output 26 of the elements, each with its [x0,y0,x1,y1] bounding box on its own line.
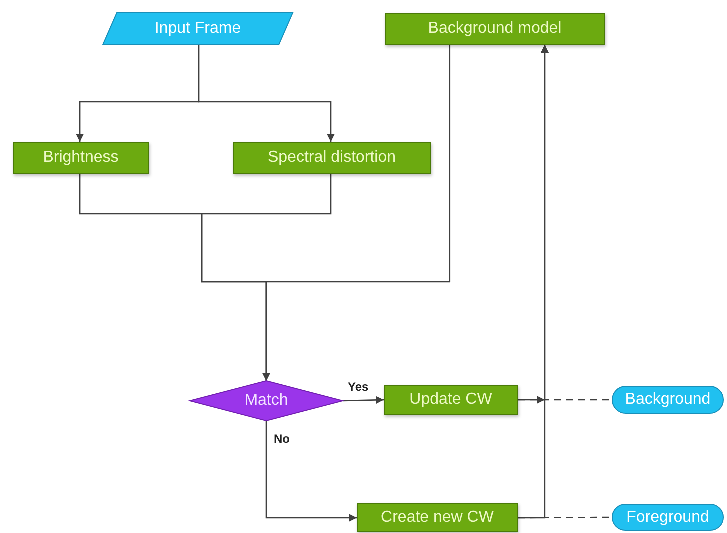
node-label: Input Frame [154,20,242,38]
dashed-connector [518,516,612,519]
terminal-pill [612,386,724,414]
node-label: Spectral distortion [268,149,396,167]
edge-label: No [273,432,291,446]
process-box [357,503,518,532]
arrow [198,45,335,142]
process-box [384,385,518,415]
process-box [233,142,431,174]
node-label: Background model [428,20,562,38]
dashed-connector [518,399,612,401]
arrow [266,421,357,522]
edge-label: Yes [347,380,370,394]
node-label: Create new CW [381,508,494,526]
node-label: Background [625,391,711,409]
terminal-pill [612,504,724,531]
node-label: Update CW [410,391,492,409]
decision-diamond [190,381,343,421]
node-label: Foreground [626,508,710,526]
node-label: Match [244,392,288,410]
input-parallelogram [103,13,293,45]
process-box [385,13,605,45]
arrow [262,45,451,381]
arrow [342,396,384,404]
node-label: Brightness [43,149,119,167]
process-box [13,142,149,174]
